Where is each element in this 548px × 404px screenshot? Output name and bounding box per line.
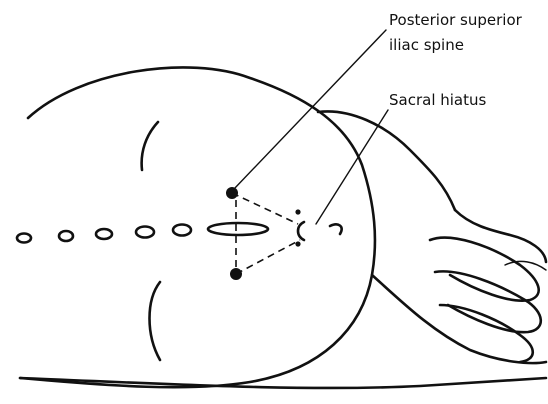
hiatus-dot-2 [295, 241, 300, 246]
triangle-lower-edge [236, 240, 300, 274]
thigh-outline [318, 111, 455, 210]
lower-gluteal-curve [150, 282, 161, 360]
triangle-upper-edge [232, 193, 298, 224]
upper-gluteal-curve [142, 122, 158, 170]
vertebra-3 [96, 229, 112, 239]
sacral-hiatus-label: Sacral hiatus [389, 91, 487, 109]
psis-label-line1: Posterior superior [389, 11, 523, 29]
body-outline [20, 67, 375, 387]
hiatus-dot-1 [295, 209, 300, 214]
sacrum-ridge [208, 223, 268, 235]
finger-1 [430, 238, 539, 301]
psis-label-line2: iliac spine [389, 36, 464, 54]
sacral-cornua [330, 224, 342, 234]
finger-3 [440, 305, 533, 362]
psis-upper-dot [226, 187, 238, 199]
vertebra-5 [173, 225, 191, 236]
vertebra-4 [136, 227, 154, 238]
vertebra-1 [17, 234, 31, 243]
hiatus-leader-line [316, 110, 388, 224]
vertebra-2 [59, 231, 73, 241]
psis-lower-dot [230, 268, 242, 280]
thigh-lower-outline [372, 275, 546, 363]
sacral-hiatus-mark [298, 222, 304, 240]
